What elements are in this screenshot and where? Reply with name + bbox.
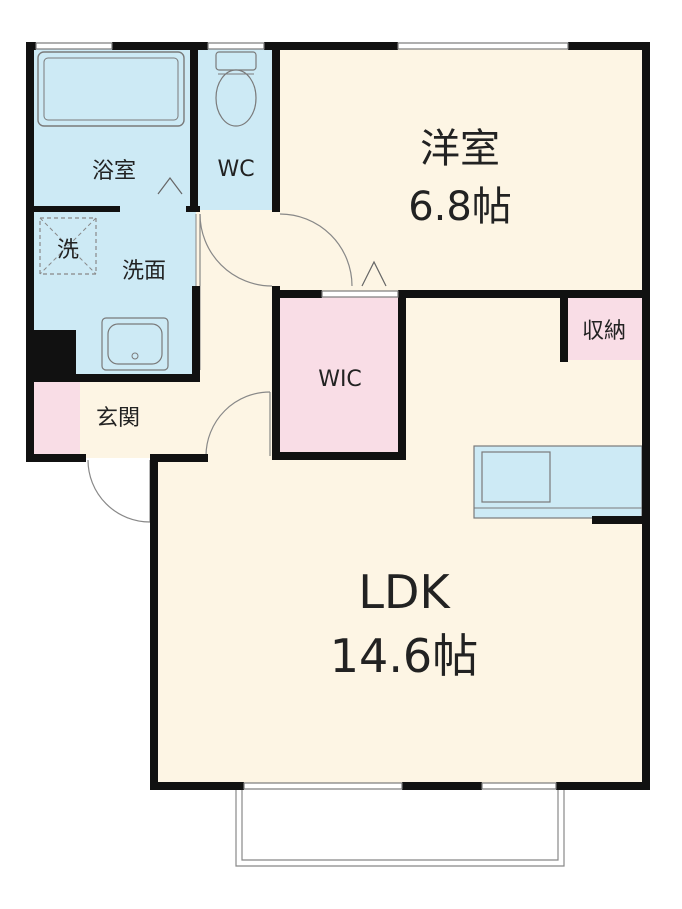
storage-closet-floor: [566, 296, 642, 360]
ldk-name: LDK: [358, 565, 451, 619]
bathroom-label: 浴室: [92, 159, 136, 184]
toilet-label: WC: [217, 157, 254, 182]
washer-label: 洗: [57, 238, 79, 263]
entrance-floor: [78, 378, 198, 458]
bathtub-icon: [37, 51, 185, 127]
hall-floor: [196, 210, 278, 460]
washer-icon: [39, 217, 97, 275]
entrance-storage-floor: [30, 378, 80, 458]
kitchen-sink-icon: [481, 451, 551, 503]
ldk-size: 14.6帖: [330, 629, 478, 683]
toilet-icon: [215, 51, 257, 127]
entrance-label: 玄関: [96, 406, 140, 431]
western-room-floor: [276, 46, 644, 294]
washroom-label: 洗面: [122, 259, 166, 284]
wic-label: WIC: [318, 367, 362, 392]
wic-floor: [278, 294, 402, 456]
windows: [35, 42, 569, 790]
storage-label: 収納: [582, 319, 626, 344]
balcony: [235, 786, 565, 867]
washbasin-icon: [101, 317, 169, 371]
kitchen-counter: [473, 445, 643, 519]
pipe-shaft: [30, 330, 76, 376]
western-room-size: 6.8帖: [408, 184, 512, 230]
western-room-name: 洋室: [420, 126, 500, 172]
walls: [26, 42, 650, 790]
room-labels: 洋室 6.8帖 LDK 14.6帖 浴室 WC 洗面 洗 WIC 収納 玄関: [57, 126, 626, 683]
